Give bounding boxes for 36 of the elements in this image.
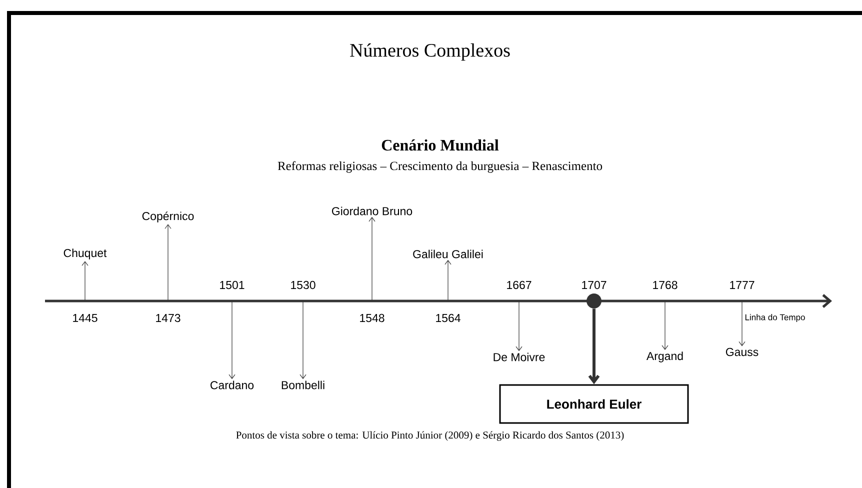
arrow bbox=[164, 224, 172, 302]
arrow bbox=[444, 260, 452, 302]
year-label: 1707 bbox=[582, 280, 606, 290]
title: Números Complexos bbox=[350, 43, 510, 61]
name-label: Galileu Galilei bbox=[413, 250, 483, 258]
name-box: Leonhard Euler bbox=[499, 384, 689, 424]
heading: Cenário Mundial bbox=[382, 139, 499, 151]
name-label: Gauss bbox=[726, 348, 758, 356]
year-label: 1667 bbox=[507, 280, 532, 290]
name-label: Cardano bbox=[210, 380, 254, 390]
name-label: Argand bbox=[646, 352, 683, 362]
arrow bbox=[82, 261, 88, 302]
axis-label: Linha do Tempo bbox=[745, 314, 805, 322]
year-label: 1445 bbox=[73, 314, 98, 322]
year-label: 1564 bbox=[436, 314, 460, 322]
name-label: De Moivre bbox=[494, 352, 545, 362]
subheading: Reformas religiosas – Crescimento da burguesia – Renascimento bbox=[278, 161, 602, 173]
year-label: 1473 bbox=[156, 314, 180, 322]
year-label: 1501 bbox=[220, 280, 244, 290]
arrow bbox=[300, 300, 306, 380]
name-label: Copérnico bbox=[142, 212, 194, 222]
year-label: 1777 bbox=[730, 281, 754, 289]
year-label: 1530 bbox=[291, 280, 316, 290]
arrow bbox=[368, 216, 376, 302]
caption: Pontos de vista sobre o tema: Ulício Pinto Júnior (2009) e Sérgio Ricardo dos Santos (2013) bbox=[236, 431, 624, 441]
name-label: Bombelli bbox=[282, 380, 324, 390]
arrow bbox=[662, 300, 668, 350]
arrow bbox=[516, 300, 522, 352]
name-label: Giordano Bruno bbox=[332, 206, 412, 216]
name-label: Chuquet bbox=[64, 248, 107, 260]
year-label: 1548 bbox=[360, 314, 384, 322]
arrow bbox=[738, 300, 746, 346]
arrow bbox=[588, 308, 600, 384]
timeline-dot bbox=[586, 294, 602, 308]
arrow bbox=[228, 300, 236, 380]
year-label: 1768 bbox=[653, 280, 678, 290]
